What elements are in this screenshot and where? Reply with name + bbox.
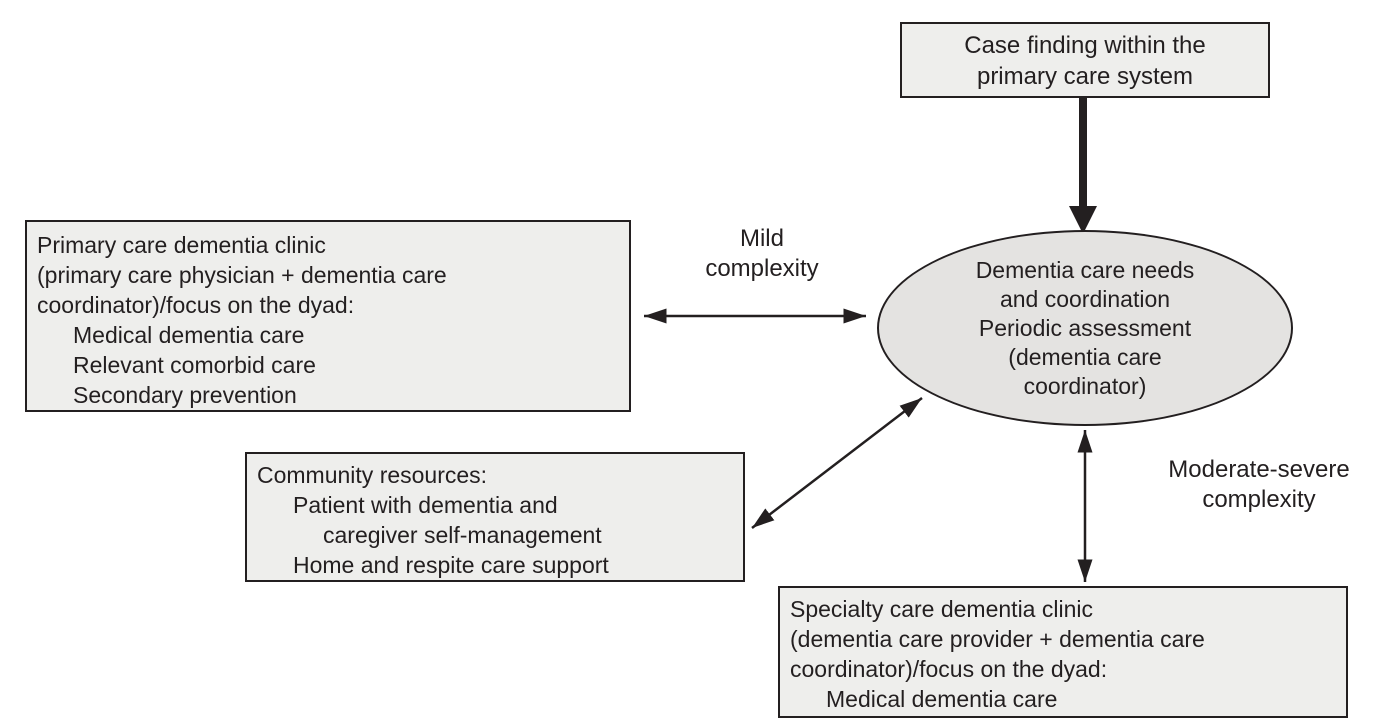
moderate-severe-line: complexity — [1202, 486, 1316, 513]
coordination-ellipse: Dementia care needs and coordination Per… — [877, 230, 1293, 426]
ellipse-line: Dementia care needs — [975, 256, 1195, 283]
arrow-ellipse-community — [751, 397, 923, 529]
primary-care-line: coordinator)/focus on the dyad: — [37, 292, 355, 318]
ellipse-line: coordinator) — [1023, 372, 1147, 399]
specialty-line: Specialty care dementia clinic — [790, 596, 1093, 622]
primary-care-clinic-box: Primary care dementia clinic (primary ca… — [25, 220, 631, 412]
ellipse-line: Periodic assessment — [978, 314, 1192, 341]
arrow-case-to-ellipse — [1069, 98, 1097, 234]
specialty-line: (dementia care provider + dementia care — [790, 626, 1205, 652]
primary-care-line: Relevant comorbid care — [73, 352, 316, 378]
moderate-severe-line: Moderate-severe — [1168, 456, 1350, 483]
specialty-line: Medical dementia care — [826, 686, 1058, 712]
case-finding-box: Case finding within the primary care sys… — [900, 22, 1270, 98]
specialty-care-clinic-box: Specialty care dementia clinic (dementia… — [778, 586, 1348, 718]
moderate-severe-complexity-label: Moderate-severe complexity — [1130, 455, 1388, 515]
primary-care-line: Secondary prevention — [73, 382, 297, 408]
community-line: Patient with dementia and — [293, 492, 558, 518]
community-line: Community resources: — [257, 462, 488, 488]
case-finding-line: Case finding within the — [964, 32, 1206, 59]
community-line: caregiver self-management — [323, 522, 602, 548]
primary-care-line: Primary care dementia clinic — [37, 232, 326, 258]
mild-complexity-line: complexity — [705, 255, 819, 282]
primary-care-line: Medical dementia care — [73, 322, 305, 348]
ellipse-line: and coordination — [999, 285, 1171, 312]
community-resources-box: Community resources: Patient with dement… — [245, 452, 745, 582]
primary-care-line: (primary care physician + dementia care — [37, 262, 447, 288]
mild-complexity-label: Mild complexity — [662, 224, 862, 284]
specialty-line: coordinator)/focus on the dyad: — [790, 656, 1108, 682]
case-finding-line: primary care system — [976, 63, 1194, 90]
mild-complexity-line: Mild — [739, 225, 784, 252]
ellipse-line: (dementia care — [1008, 343, 1162, 370]
community-line: Home and respite care support — [293, 552, 609, 578]
